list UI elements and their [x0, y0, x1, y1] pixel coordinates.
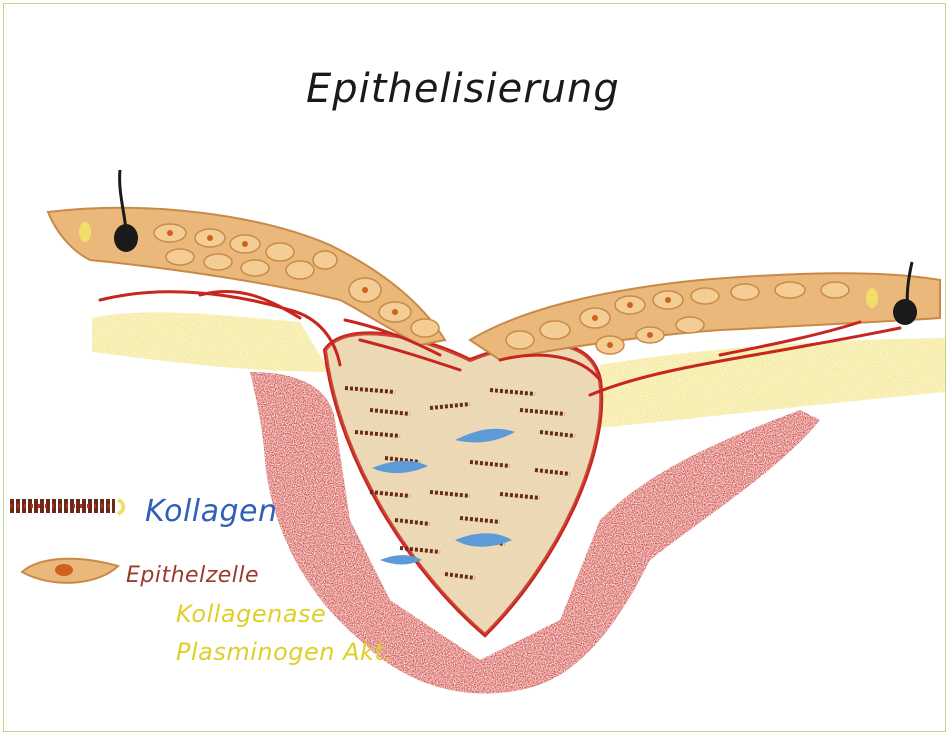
legend-plasminogen-label: Plasminogen Akt.: [176, 638, 393, 666]
collagen-fiber-icon: [10, 500, 123, 514]
dermis-layer-left: [92, 312, 330, 372]
epithelial-cell-icon: [22, 559, 118, 583]
legend-kollagenase-label: Kollagenase: [176, 600, 326, 628]
diagram-title: Epithelisierung: [306, 66, 620, 112]
legend-kollagen-label: Kollagen: [145, 494, 278, 529]
legend-epithelzelle-label: Epithelzelle: [126, 563, 259, 588]
